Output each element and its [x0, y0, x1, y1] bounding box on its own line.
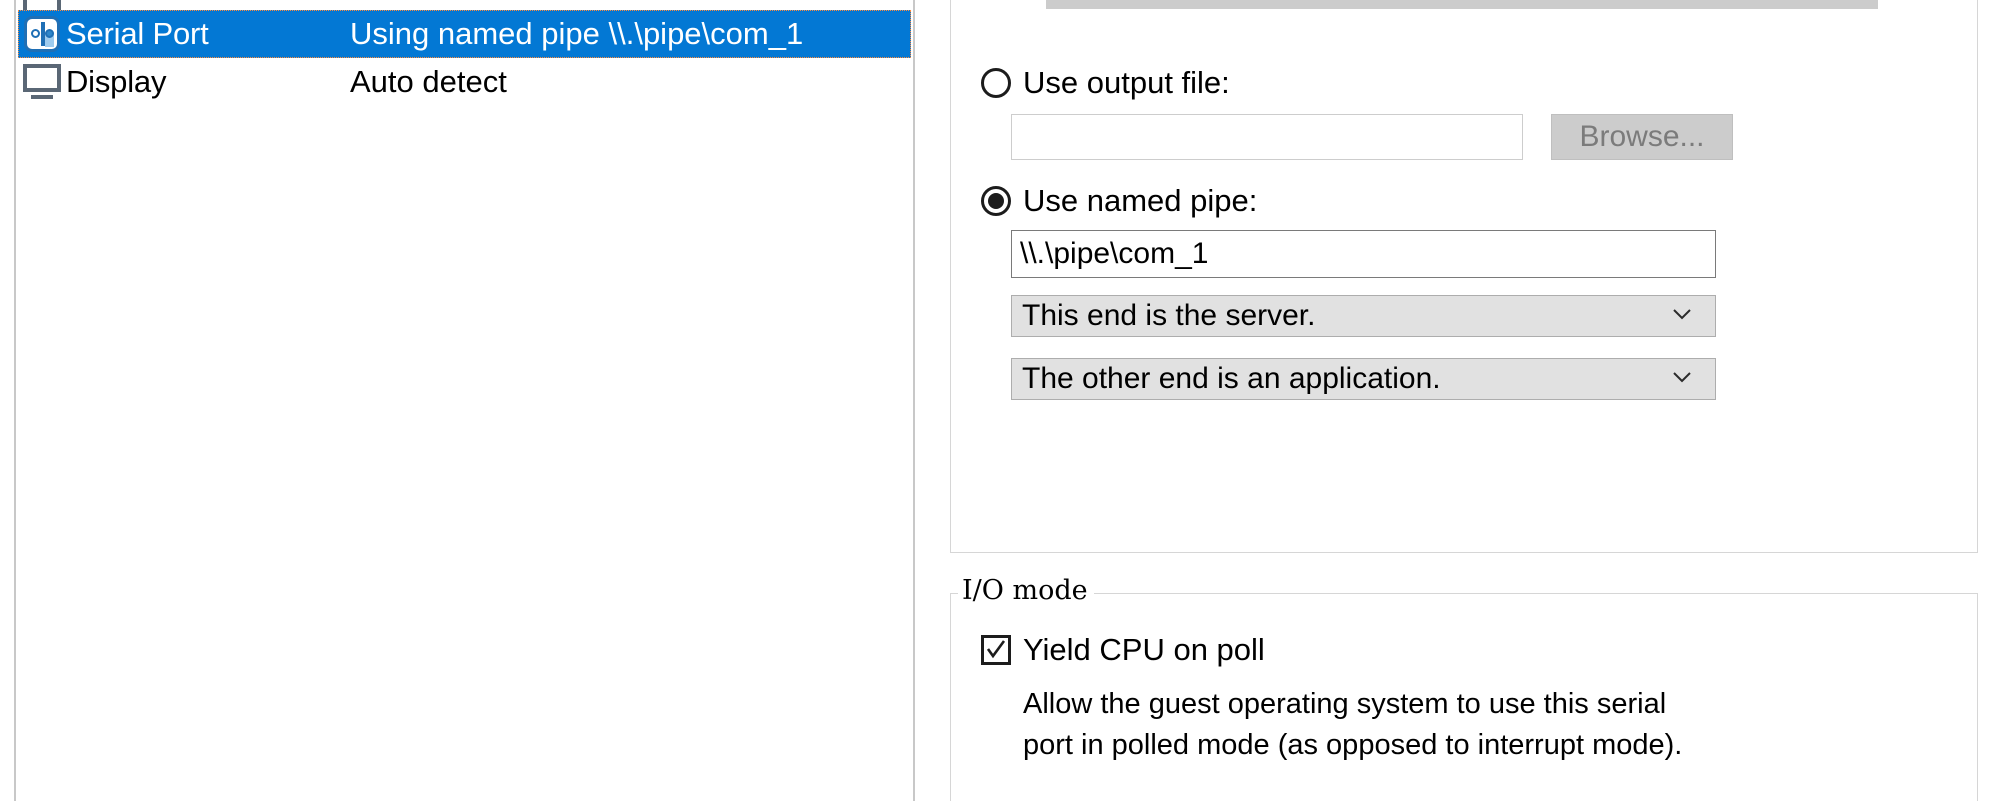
- pipe-other-end-value: The other end is an application.: [1022, 362, 1441, 395]
- list-item-display[interactable]: Display Auto detect: [18, 58, 911, 106]
- list-item-serial-port[interactable]: Serial Port Using named pipe \\.\pipe\co…: [18, 10, 911, 58]
- use-named-pipe-label: Use named pipe:: [1023, 183, 1258, 218]
- display-icon: [18, 0, 66, 10]
- use-output-file-radio[interactable]: Use output file:: [981, 65, 1230, 101]
- radio-indicator: [981, 68, 1011, 98]
- pipe-other-end-combo[interactable]: The other end is an application.: [1011, 358, 1716, 400]
- pipe-end-role-value: This end is the server.: [1022, 299, 1316, 332]
- browse-button[interactable]: Browse...: [1551, 114, 1733, 160]
- radio-indicator-selected: [981, 186, 1011, 216]
- yield-cpu-description: Allow the guest operating system to use …: [1023, 688, 1683, 761]
- serial-port-device-combo[interactable]: Auto detect: [1046, 0, 1878, 9]
- checkbox-indicator-checked: [981, 635, 1011, 665]
- use-output-file-label: Use output file:: [1023, 65, 1230, 100]
- settings-right-panel: Auto detect Use output file: Browse...: [949, 0, 2001, 801]
- browse-button-label: Browse...: [1579, 120, 1705, 153]
- named-pipe-path-input[interactable]: \\.\pipe\com_1: [1011, 230, 1716, 278]
- use-named-pipe-radio[interactable]: Use named pipe:: [981, 183, 1257, 219]
- io-mode-title: I/O mode: [958, 575, 1094, 606]
- list-item-summary: Auto detect: [350, 64, 507, 99]
- list-item-name: Serial Port: [66, 16, 209, 51]
- output-file-path-input[interactable]: [1011, 114, 1523, 160]
- yield-cpu-label: Yield CPU on poll: [1023, 632, 1265, 667]
- connection-groupbox: Auto detect Use output file: Browse...: [950, 0, 1978, 553]
- io-mode-groupbox: I/O mode Yield CPU on poll Allow the gue…: [950, 575, 1978, 801]
- named-pipe-path-value: \\.\pipe\com_1: [1020, 237, 1209, 270]
- list-item-summary: Using named pipe \\.\pipe\com_1: [350, 16, 804, 51]
- display-icon: [18, 59, 66, 105]
- yield-cpu-checkbox[interactable]: Yield CPU on poll: [981, 632, 1265, 668]
- chevron-down-icon: [1671, 366, 1693, 388]
- list-item[interactable]: [18, 0, 911, 10]
- chevron-down-icon: [1671, 303, 1693, 325]
- serial-port-icon: [18, 11, 66, 57]
- pipe-end-role-combo[interactable]: This end is the server.: [1011, 295, 1716, 337]
- device-list[interactable]: Serial Port Using named pipe \\.\pipe\co…: [14, 0, 915, 801]
- serial-port-device-value: Auto detect: [1057, 0, 1209, 5]
- list-item-name: Display: [66, 64, 167, 99]
